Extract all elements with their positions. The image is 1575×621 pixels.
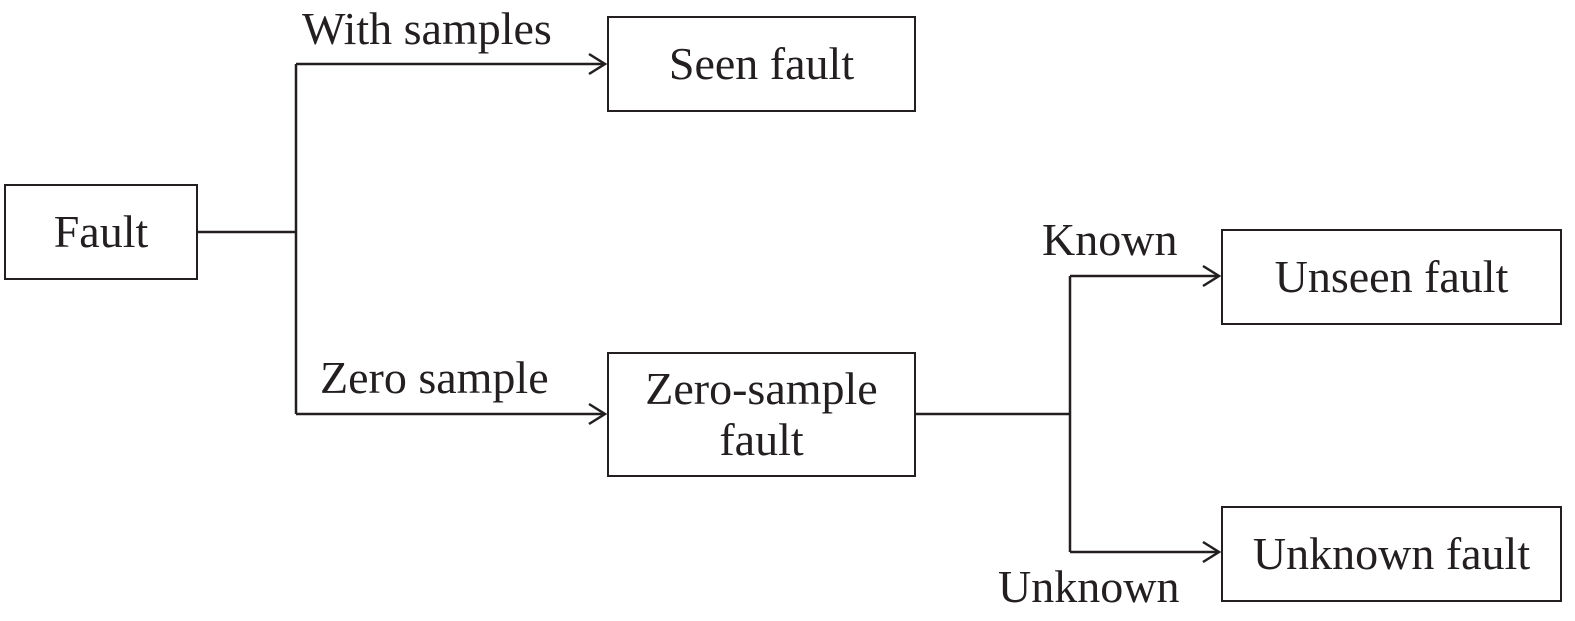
connector-zero-sample-trunk [916,276,1072,552]
arrowhead-unknown [1202,540,1222,564]
edge-label-zero-sample: Zero sample [320,352,549,403]
arrowhead-known [1202,264,1222,288]
edge-label-known: Known [1042,214,1178,265]
node-unknown-fault: Unknown fault [1221,506,1562,602]
node-zero-sample-fault: Zero-sample fault [607,352,916,477]
arrowhead-zero-sample [588,402,608,426]
arrowhead-with-samples [588,52,608,76]
node-seen-fault: Seen fault [607,16,916,112]
node-unseen-fault: Unseen fault [1221,229,1562,325]
connector-fault-trunk [198,64,298,414]
edge-label-unknown: Unknown [998,561,1180,612]
node-fault: Fault [4,184,198,280]
edge-label-with-samples: With samples [302,3,552,54]
